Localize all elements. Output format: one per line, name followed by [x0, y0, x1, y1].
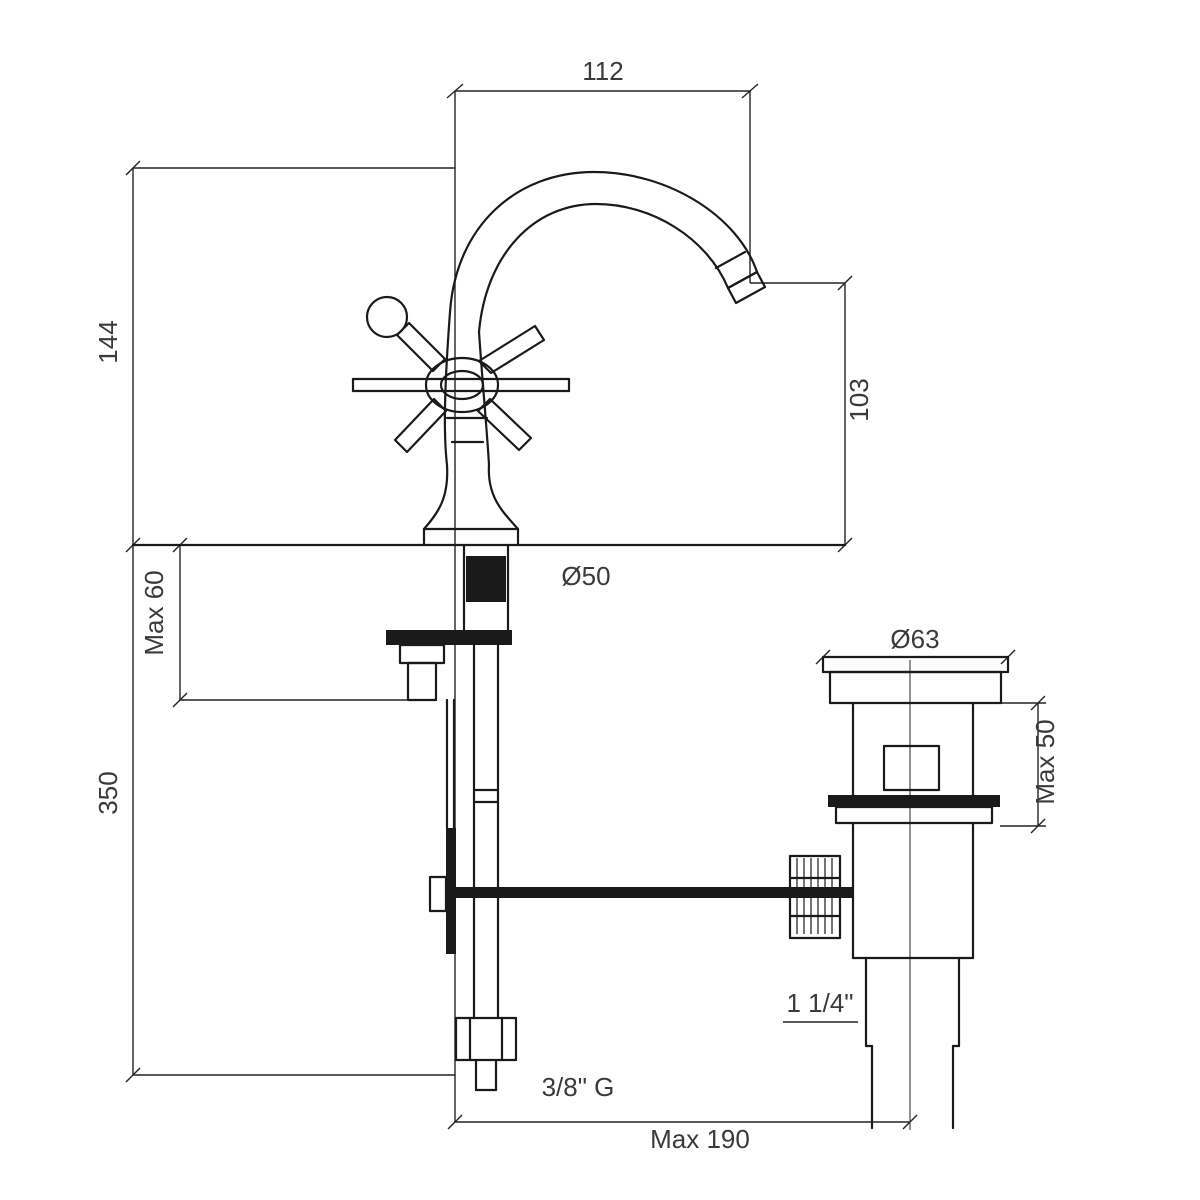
undercounter-assembly — [386, 543, 853, 1092]
popup-horizontal-rod — [450, 887, 853, 898]
faucet-outline — [422, 170, 767, 547]
dimension-labels: 112 144 103 Max 60 350 Ø50 Ø63 Max 50 1 … — [93, 56, 1060, 1154]
dim-label-spout-width: 112 — [582, 56, 623, 86]
mounting-nut — [386, 630, 512, 645]
dim-label-waste-deck-max: Max 50 — [1030, 719, 1060, 804]
drain-seal-band — [828, 795, 1000, 807]
dim-label-body-height: 144 — [93, 320, 123, 363]
cross-handle — [351, 295, 571, 454]
dim-label-base-diameter: Ø50 — [561, 561, 610, 591]
dim-label-deck-max: Max 60 — [139, 570, 169, 655]
dim-label-spout-height: 103 — [844, 378, 874, 421]
threaded-shank — [466, 556, 506, 602]
knurled-adjuster — [796, 858, 833, 934]
dim-label-waste-diameter: Ø63 — [890, 624, 939, 654]
dimension-lines — [125, 83, 1046, 1130]
dim-label-depth-below: 350 — [93, 771, 123, 814]
drain-assembly-outline — [788, 655, 1010, 1130]
dim-label-tailpiece-size: 1 1/4" — [786, 988, 853, 1018]
dim-label-rod-reach: Max 190 — [650, 1124, 750, 1154]
dim-label-supply-thread: 3/8" G — [542, 1072, 615, 1102]
